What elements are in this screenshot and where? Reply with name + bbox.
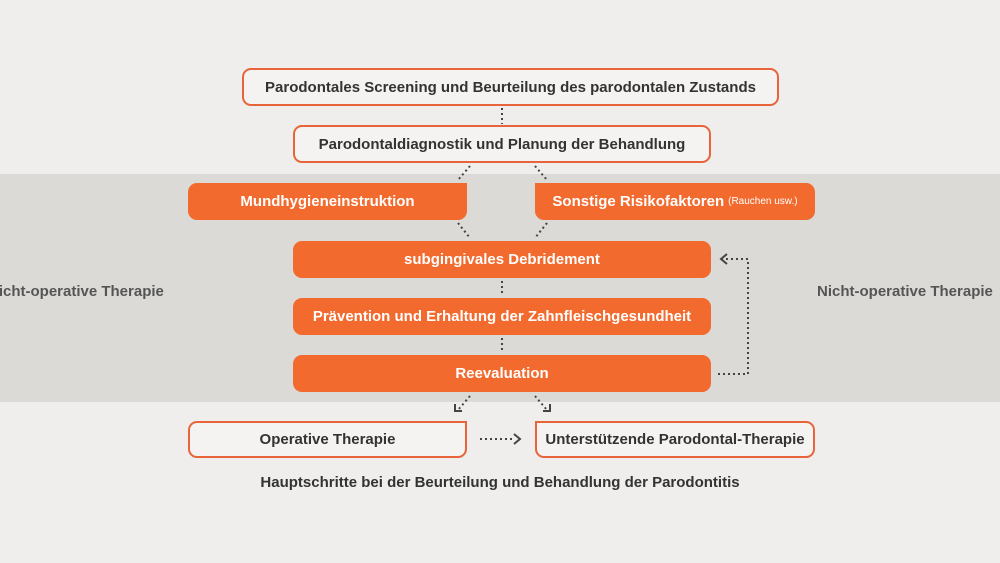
arrowhead-icon bbox=[543, 404, 551, 412]
connector-hygiene-debridement bbox=[457, 222, 471, 239]
arrowhead-icon bbox=[513, 433, 522, 445]
diagram-caption: Hauptschritte bei der Beurteilung und Be… bbox=[260, 474, 740, 491]
step-risk-note: (Rauchen usw.) bbox=[728, 196, 798, 207]
connector-reevaluation-operative bbox=[457, 395, 471, 411]
side-label-left: Nicht-operative Therapie bbox=[0, 283, 164, 300]
step-hygiene: Mundhygieneinstruktion bbox=[188, 183, 467, 220]
step-prevention: Prävention und Erhaltung der Zahnfleisch… bbox=[293, 298, 711, 335]
step-screening: Parodontales Screening und Beurteilung d… bbox=[242, 68, 779, 106]
step-debridement: subgingivales Debridement bbox=[293, 241, 711, 278]
connector-diagnostics-hygiene bbox=[457, 165, 471, 181]
connector-reevaluation-supportive bbox=[534, 395, 548, 411]
step-reevaluation: Reevaluation bbox=[293, 355, 711, 392]
connector-risk-debridement bbox=[534, 222, 548, 239]
loop-back-arrow bbox=[718, 258, 749, 375]
arrowhead-icon bbox=[454, 404, 462, 412]
step-risk-label: Sonstige Risikofaktoren bbox=[552, 193, 725, 210]
step-operative: Operative Therapie bbox=[188, 421, 467, 458]
step-supportive: Unterstützende Parodontal-Therapie bbox=[535, 421, 815, 458]
arrowhead-icon bbox=[719, 253, 728, 265]
step-risk: Sonstige Risikofaktoren(Rauchen usw.) bbox=[535, 183, 815, 220]
connector-diagnostics-risk bbox=[534, 165, 548, 181]
step-diagnostics: Parodontaldiagnostik und Planung der Beh… bbox=[293, 125, 711, 163]
side-label-right: Nicht-operative Therapie bbox=[817, 283, 993, 300]
